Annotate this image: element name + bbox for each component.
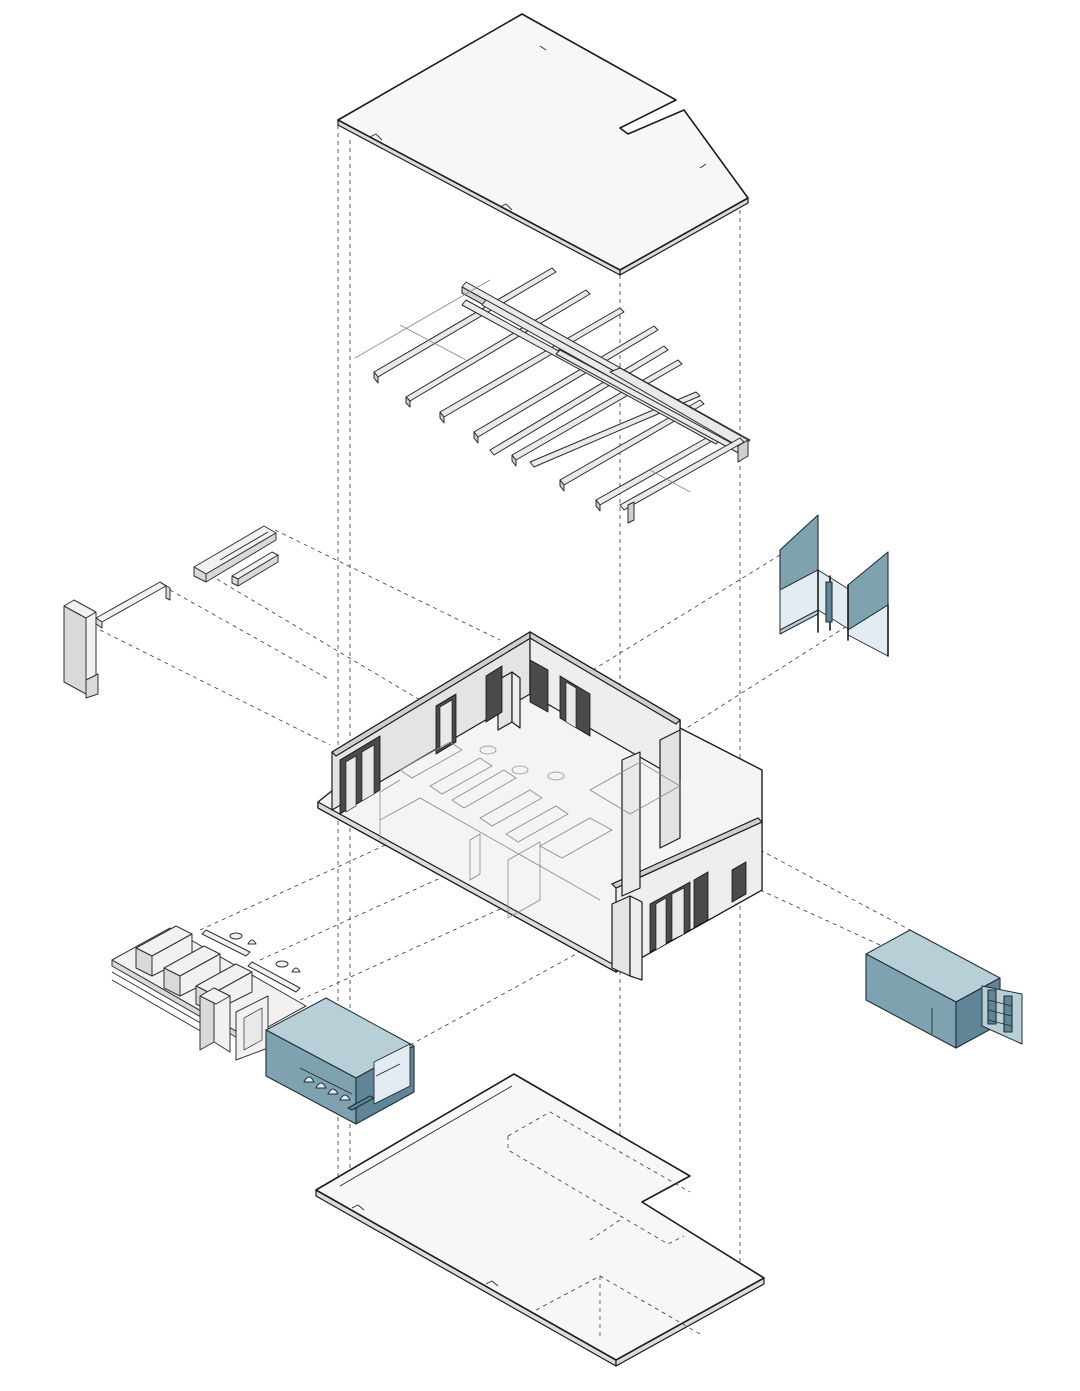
bench-seating	[193, 525, 279, 587]
ground-floor-slab	[315, 1073, 765, 1367]
glass-partition-module	[779, 514, 889, 657]
main-space-volume	[317, 630, 764, 981]
reception-desk	[63, 581, 171, 699]
storage-box-volume	[865, 929, 1023, 1049]
explosion-guide-lines	[99, 529, 911, 1046]
interior-furniture-outlines	[379, 741, 681, 919]
roof-slab	[337, 13, 749, 276]
vertical-alignment-lines	[337, 125, 741, 1330]
shelving-furniture-set	[111, 925, 307, 1061]
glass-room-volume	[265, 997, 415, 1125]
ceiling-beam-frame	[354, 267, 751, 524]
